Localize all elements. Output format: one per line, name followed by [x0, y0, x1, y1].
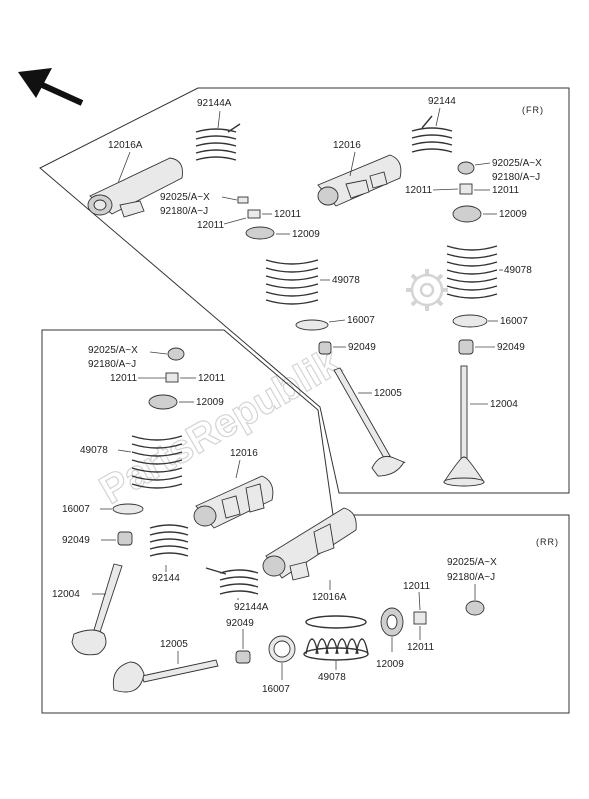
spring-92144a-rear: [205, 567, 259, 595]
valve-12004-rear-left: [71, 563, 123, 656]
gear-watermark-icon: [406, 269, 448, 311]
valve-spring-49078-front-right: [446, 245, 498, 299]
label-92049-front-right: 92049: [497, 342, 525, 353]
retainer-rear-left: [148, 394, 178, 410]
label-12016a-rear: 12016A: [312, 592, 347, 603]
valve-spring-49078-rear-left: [131, 435, 183, 489]
label-92180-front-right: 92180/A~J: [492, 172, 540, 183]
seal-92049-rear-center: [235, 650, 251, 664]
label-16007-rear-center: 16007: [262, 684, 290, 695]
key-front-left: [237, 196, 249, 204]
label-92049-front-center: 92049: [348, 342, 376, 353]
label-92049-rear-left: 92049: [62, 535, 90, 546]
valve-12005-front-center: [333, 367, 406, 477]
spring-92144-rear: [149, 524, 189, 557]
label-92025-rear-right: 92025/A~X: [447, 557, 497, 568]
seat-16007-front-center: [295, 319, 329, 331]
valve-spring-49078-rear-center: [303, 615, 369, 661]
label-16007-front-right: 16007: [500, 316, 528, 327]
label-49078-rear-left: 49078: [80, 445, 108, 456]
valve-12005-rear-center: [112, 659, 219, 693]
rocker-arm-12016a-front: [87, 157, 183, 218]
label-12011-front-right-a: 12011: [492, 185, 520, 196]
label-12011-rear-left-b: 12011: [198, 373, 226, 384]
label-92144-rear: 92144: [152, 573, 180, 584]
spring-92144a-front: [195, 123, 241, 161]
label-92180-rear-right: 92180/A~J: [447, 572, 495, 583]
label-16007-rear-left: 16007: [62, 504, 90, 515]
label-12009-front-left: 12009: [292, 229, 320, 240]
label-49078-front-center: 49078: [332, 275, 360, 286]
label-92180-front-left: 92180/A~J: [160, 206, 208, 217]
seat-16007-front-right: [452, 314, 488, 328]
label-12011-rear-right-top: 12011: [403, 581, 431, 592]
rocker-arm-12016-front: [317, 154, 402, 207]
valve-spring-49078-front-center: [265, 259, 319, 305]
label-12016a-front: 12016A: [108, 140, 143, 151]
label-16007-front-center: 16007: [347, 315, 375, 326]
rear-cylinder-outline: [41, 329, 570, 714]
label-12011-rear-left-a: 12011: [110, 373, 138, 384]
label-92144a-rear: 92144A: [234, 602, 269, 613]
front-section-mark: (FR): [522, 105, 544, 115]
rocker-arm-12016-rear: [193, 475, 274, 529]
seal-92049-front-right: [458, 339, 474, 355]
label-12011-front-left-b: 12011: [197, 220, 225, 231]
collet-front-left: [247, 209, 261, 219]
label-92025-front-left: 92025/A~X: [160, 192, 210, 203]
front-direction-arrow-icon: [18, 68, 84, 106]
label-12005-rear-center: 12005: [160, 639, 188, 650]
seal-92049-front-center: [318, 341, 332, 355]
front-cylinder-outline: [39, 87, 570, 494]
valve-12004-front-right: [443, 365, 485, 487]
label-49078-rear-center: 49078: [318, 672, 346, 683]
retainer-front-right: [452, 205, 482, 223]
seat-16007-rear-left: [112, 503, 144, 515]
collet-rear-left: [165, 372, 179, 383]
label-12016-rear: 12016: [230, 448, 258, 459]
key-rear-right: [465, 600, 485, 616]
collet-front-right: [459, 183, 473, 195]
seal-92049-rear-left: [117, 531, 133, 546]
label-92025-rear-left: 92025/A~X: [88, 345, 138, 356]
label-92025-front-right: 92025/A~X: [492, 158, 542, 169]
rocker-arm-12016a-rear: [262, 507, 357, 581]
key-front-right: [457, 161, 475, 175]
label-49078-front-right: 49078: [504, 265, 532, 276]
rear-section-mark: (RR): [536, 537, 559, 547]
label-12009-rear-left: 12009: [196, 397, 224, 408]
label-12004-rear-left: 12004: [52, 589, 80, 600]
label-92144-front: 92144: [428, 96, 456, 107]
label-92180-rear-left: 92180/A~J: [88, 359, 136, 370]
retainer-front-left: [245, 226, 275, 240]
label-12004-front-right: 12004: [490, 399, 518, 410]
label-12011-rear-right-bottom: 12011: [407, 642, 435, 653]
label-12009-front-right: 12009: [499, 209, 527, 220]
label-12011-front-left-a: 12011: [274, 209, 302, 220]
key-rear-left: [167, 347, 185, 361]
label-12011-front-right-b: 12011: [405, 185, 433, 196]
label-12009-rear-right: 12009: [376, 659, 404, 670]
label-12016-front: 12016: [333, 140, 361, 151]
label-92144a-front: 92144A: [197, 98, 232, 109]
label-12005-front-center: 12005: [374, 388, 402, 399]
spring-92144-front: [411, 115, 453, 153]
label-92049-rear-center: 92049: [226, 618, 254, 629]
collet-rear-right: [413, 611, 427, 625]
